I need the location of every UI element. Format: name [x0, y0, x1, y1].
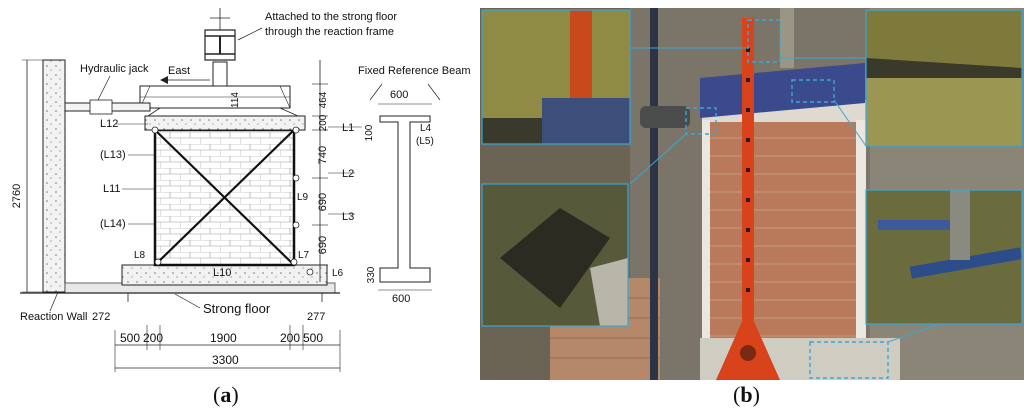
dim-3300: 3300 [212, 353, 239, 367]
callout-box-3 [685, 107, 717, 135]
lvdt-l12: L12 [100, 118, 118, 130]
photo-reference-column [742, 18, 754, 338]
dim-200: 200 [318, 114, 329, 131]
fixed-beam-label: Fixed Reference Beam [358, 65, 470, 77]
dim-1900: 1900 [210, 331, 237, 345]
dim-200-left: 200 [143, 331, 163, 345]
reaction-wall-label: Reaction Wall [20, 311, 87, 323]
caption-b: (b) [733, 382, 760, 407]
lvdt-l9: L9 [297, 192, 309, 203]
caption-a: (a) [213, 382, 239, 407]
lvdt-l14: (L14) [100, 218, 126, 230]
dim-690b: 690 [317, 236, 329, 254]
lvdt-l1: L1 [342, 122, 354, 134]
lvdt-l8: L8 [134, 250, 146, 261]
dim-600-bottom: 600 [392, 293, 410, 305]
attached-label-line2: through the reaction frame [265, 26, 394, 38]
reaction-wall [42, 59, 66, 293]
reaction-frame-column [212, 61, 228, 87]
lvdt-l3: L3 [342, 211, 354, 223]
callout-box-4 [809, 341, 889, 379]
dim-277: 277 [307, 311, 325, 323]
photo-loading-frame [700, 63, 865, 118]
dim-464: 464 [318, 91, 329, 108]
dim-100: 100 [364, 124, 375, 141]
lvdt-l11: L11 [103, 183, 121, 195]
dim-114: 114 [230, 92, 241, 108]
lvdt-l10: L10 [213, 267, 231, 279]
lvdt-l13: (L13) [100, 149, 126, 161]
inset-base-sensors [865, 189, 1023, 325]
lvdt-l4: L4 [420, 123, 432, 134]
dim-2760: 2760 [11, 184, 23, 208]
photo-brick-wall [708, 120, 858, 356]
dim-690a: 690 [317, 193, 329, 211]
dim-272: 272 [92, 311, 110, 323]
dim-330: 330 [366, 266, 377, 283]
lvdt-l5: (L5) [416, 136, 434, 147]
lvdt-l6: L6 [332, 268, 344, 279]
lvdt-l2: L2 [342, 168, 354, 180]
callout-box-2 [791, 79, 835, 103]
callout-box-1 [747, 19, 781, 63]
dim-600-top: 600 [390, 89, 408, 101]
hydraulic-jack-label: Hydraulic jack [80, 63, 149, 75]
dim-500-left: 500 [120, 331, 140, 345]
fixed-reference-beam [379, 115, 431, 283]
strong-floor-label: Strong floor [203, 301, 271, 316]
test-setup-photo [480, 8, 1024, 380]
diagonal-lvdt-2 [154, 129, 295, 266]
dim-500-right: 500 [303, 331, 323, 345]
dim-200-right: 200 [280, 331, 300, 345]
top-loading-beam [144, 115, 306, 131]
attached-label-line1: Attached to the strong floor [265, 11, 397, 23]
east-label: East [168, 65, 190, 77]
inset-jack-top [481, 9, 631, 145]
lvdt-l7: L7 [298, 250, 310, 261]
test-setup-drawing: 2760 Reaction Wall Strong floor Attached… [11, 8, 470, 372]
inset-top-beam-corner [865, 9, 1023, 147]
inset-corner-connection [481, 183, 629, 327]
dim-740: 740 [317, 146, 329, 164]
